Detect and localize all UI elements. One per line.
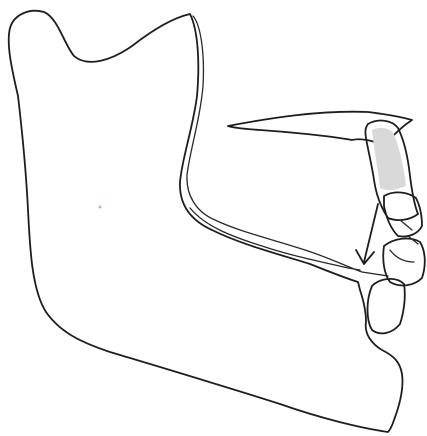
arrow-shaft xyxy=(364,204,378,262)
movement-arrow xyxy=(356,204,378,264)
lower-molar-root xyxy=(368,279,405,333)
lower-molar-cusp-line xyxy=(390,250,414,262)
upper-molar-shading xyxy=(372,128,406,190)
lingual-contour xyxy=(187,16,388,276)
bone-speck xyxy=(99,206,102,209)
